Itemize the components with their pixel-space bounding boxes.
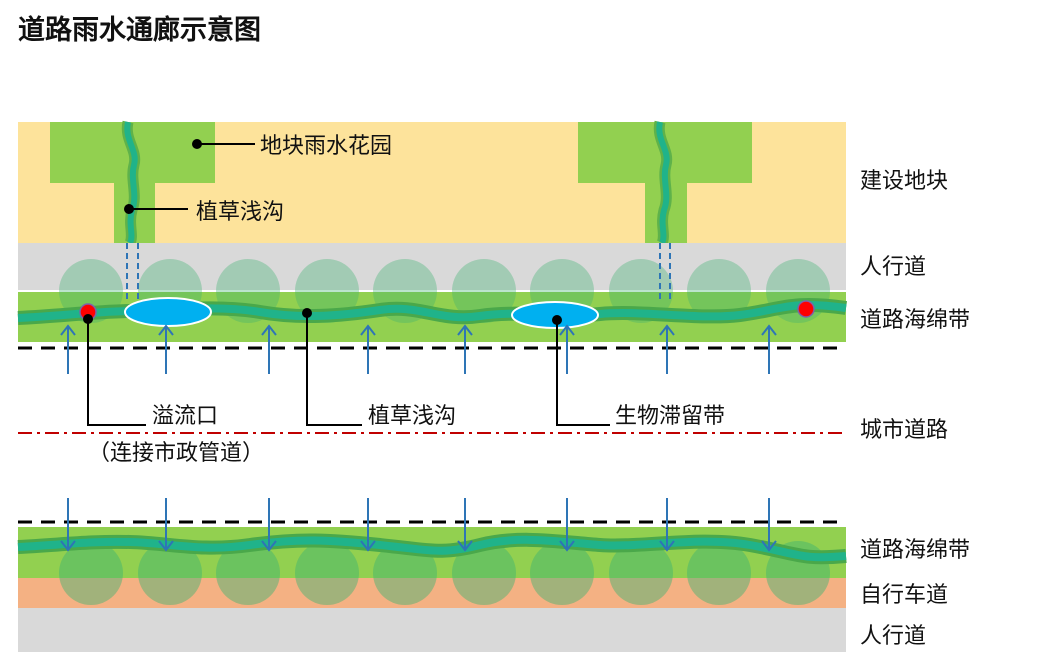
sidewalk-top-zone	[18, 243, 846, 290]
arrow-down-icon	[360, 498, 376, 552]
grass-swale-left	[124, 121, 138, 245]
runoff-arrows-down	[60, 498, 777, 552]
tree-canopy	[452, 259, 516, 323]
tree-canopy	[59, 541, 123, 605]
zone-label-building-plot: 建设地块	[860, 169, 948, 194]
callout-rain-garden: 地块雨水花园	[192, 134, 392, 159]
bike-lane-zone	[18, 578, 846, 608]
tree-canopy	[530, 541, 594, 605]
zone-label-sponge-bottom: 道路海绵带	[860, 538, 970, 563]
callout-swale-top: 植草浅沟	[124, 200, 284, 225]
bioretention-pond-left	[124, 297, 212, 327]
callout-swale-road: 植草浅沟	[302, 308, 456, 429]
svg-text:植草浅沟: 植草浅沟	[196, 200, 284, 225]
arrow-down-icon	[261, 498, 277, 552]
arrow-down-icon	[457, 498, 473, 552]
zone-label-sponge-top: 道路海绵带	[860, 308, 970, 333]
arrow-up-icon	[761, 324, 777, 374]
sidewalk-bottom-zone	[18, 608, 846, 652]
svg-text:生物滞留带: 生物滞留带	[615, 404, 725, 429]
arrow-up-icon	[457, 324, 473, 374]
tree-canopy	[609, 541, 673, 605]
trees-bottom	[59, 541, 830, 605]
callout-bioretention: 生物滞留带	[552, 315, 725, 429]
svg-text:植草浅沟: 植草浅沟	[368, 404, 456, 429]
tree-canopy	[687, 259, 751, 323]
arrow-down-icon	[559, 498, 575, 552]
grass-swale-right	[656, 121, 670, 245]
svg-text:地块雨水花园: 地块雨水花园	[260, 134, 392, 159]
callout-overflow: 溢流口 （连接市政管道）	[83, 314, 264, 466]
tree-canopy	[216, 541, 280, 605]
arrow-up-icon	[60, 324, 76, 374]
arrow-up-icon	[360, 324, 376, 374]
tree-canopy	[687, 541, 751, 605]
arrow-up-icon	[659, 324, 675, 374]
diagram-title: 道路雨水通廊示意图	[18, 14, 261, 46]
tree-canopy	[138, 541, 202, 605]
bioretention-pond-right	[511, 301, 599, 329]
zone-label-sidewalk-bottom: 人行道	[860, 624, 926, 649]
road-swale-bottom	[17, 535, 847, 562]
arrow-up-icon	[158, 324, 174, 374]
tree-canopy	[452, 541, 516, 605]
tree-canopy	[373, 541, 437, 605]
arrow-down-icon	[158, 498, 174, 552]
tree-canopy	[295, 541, 359, 605]
arrow-up-icon	[559, 324, 575, 374]
zone-label-sidewalk-top: 人行道	[860, 255, 926, 280]
tree-canopy	[295, 259, 359, 323]
zone-label-city-road: 城市道路	[860, 418, 948, 443]
arrow-down-icon	[60, 498, 76, 552]
svg-text:（连接市政管道）: （连接市政管道）	[88, 441, 264, 466]
overflow-inlet-right	[797, 300, 815, 318]
zone-label-bike-lane: 自行车道	[860, 583, 948, 608]
arrow-down-icon	[659, 498, 675, 552]
arrow-up-icon	[261, 324, 277, 374]
svg-text:溢流口: 溢流口	[152, 404, 218, 429]
runoff-arrows-up	[60, 324, 777, 374]
arrow-down-icon	[761, 498, 777, 552]
